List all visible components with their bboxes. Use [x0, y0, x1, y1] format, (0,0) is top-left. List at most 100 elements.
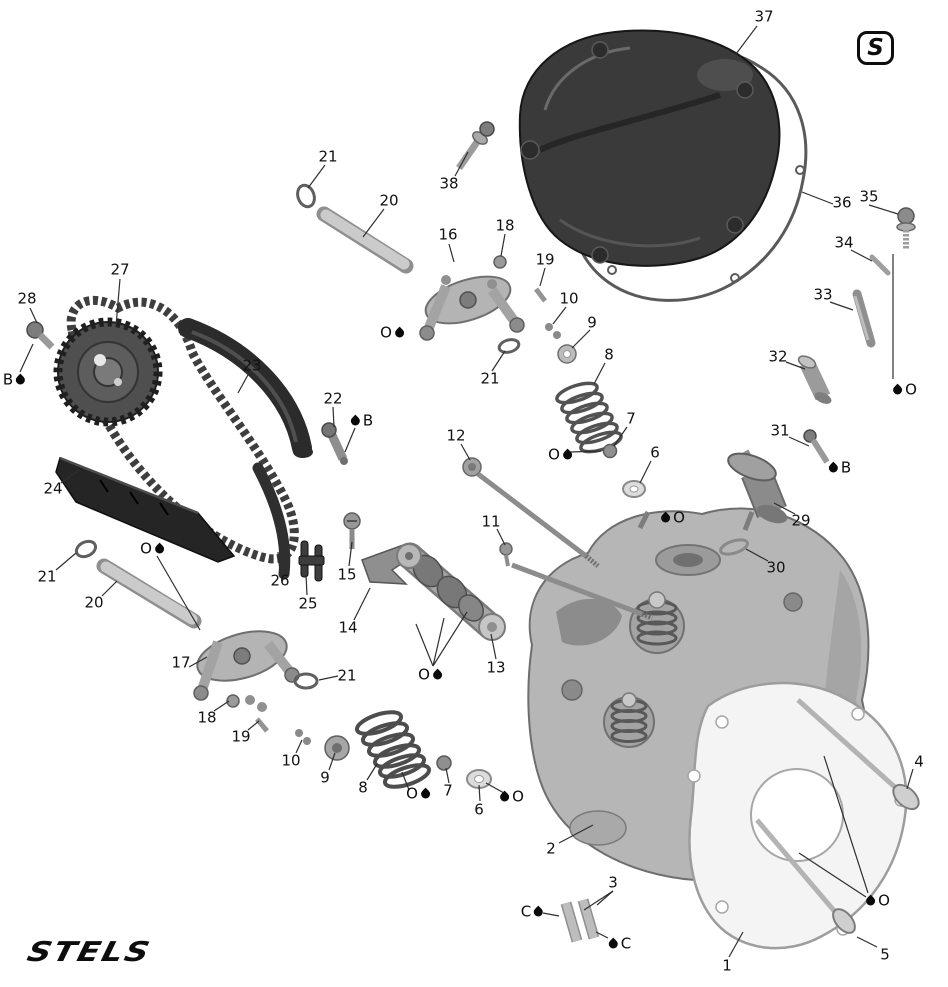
part-callout-33: 33 [813, 285, 833, 304]
lube-mark-lube-c-pins2: C [606, 934, 632, 953]
tensioner-bolt [321, 422, 348, 465]
part-callout-20b: 20 [84, 593, 104, 612]
valve-keepers-upper [545, 323, 577, 364]
part-callout-29: 29 [791, 511, 811, 530]
chain-guide-rail [55, 456, 236, 563]
lube-mark-lube-o-7a: O [548, 445, 574, 464]
part-callout-4: 4 [914, 752, 924, 771]
part-callout-21b: 21 [480, 369, 500, 388]
oil-drop-icon [826, 461, 840, 475]
part-callout-18b: 18 [197, 708, 217, 727]
s-brand-letter: S [867, 35, 884, 61]
s-brand-badge: S [857, 31, 894, 65]
lube-letter: O [878, 891, 890, 910]
lube-mark-lube-o-rocker16: O [380, 323, 406, 342]
cover-bolt [456, 121, 495, 170]
lube-letter: O [406, 784, 418, 803]
rocker-arm-lower [193, 630, 319, 733]
valve-adjuster-column [797, 207, 916, 464]
part-callout-6b: 6 [474, 800, 484, 819]
lube-letter: C [520, 902, 532, 921]
oil-drop-icon [348, 414, 362, 428]
lube-mark-lube-b-22: B [348, 411, 374, 430]
lube-letter: O [673, 508, 685, 527]
part-callout-16: 16 [438, 225, 458, 244]
part-callout-23: 23 [242, 356, 262, 375]
lube-letter: C [620, 934, 632, 953]
oil-drop-icon [891, 383, 904, 397]
oil-drop-icon [419, 787, 432, 801]
lube-mark-lube-o-spring8b: O [406, 784, 432, 803]
part-callout-14: 14 [338, 618, 358, 637]
valve-cover [518, 29, 781, 267]
rocker-arm-upper [419, 255, 547, 354]
part-callout-8a: 8 [604, 345, 614, 364]
lube-mark-lube-b-31: B [826, 458, 852, 477]
camshaft [396, 542, 506, 641]
lube-mark-lube-b-left: B [2, 370, 28, 389]
lube-letter: O [905, 380, 917, 399]
part-callout-36: 36 [832, 193, 852, 212]
part-callout-25: 25 [298, 594, 318, 613]
part-callout-21c: 21 [37, 567, 57, 586]
sprocket-bolt [26, 321, 55, 350]
valve-spring-lower [354, 710, 492, 789]
part-callout-15: 15 [337, 565, 357, 584]
oil-drop-icon [14, 373, 28, 387]
part-callout-19b: 19 [231, 727, 251, 746]
oil-drop-icon [659, 511, 672, 525]
part-callout-22: 22 [323, 389, 343, 408]
rocker-shaft-upper [316, 206, 414, 274]
oil-drop-icon [393, 326, 406, 340]
part-callout-11: 11 [481, 512, 501, 531]
stels-logo: STELS [24, 936, 155, 968]
part-callout-10a: 10 [559, 289, 579, 308]
oil-drop-icon [864, 894, 877, 908]
part-callout-31: 31 [770, 421, 790, 440]
part-callout-3: 3 [608, 873, 618, 892]
part-callout-7a: 7 [626, 409, 636, 428]
part-callout-17: 17 [171, 653, 191, 672]
tensioner-blade [252, 462, 291, 580]
part-callout-19a: 19 [535, 250, 555, 269]
lube-letter: B [362, 411, 374, 430]
part-callout-18a: 18 [495, 216, 515, 235]
part-callout-13: 13 [486, 658, 506, 677]
intake-valve [796, 698, 920, 811]
o-ring-lower-left [74, 539, 98, 559]
small-stud [499, 542, 653, 621]
part-callout-2: 2 [546, 839, 556, 858]
chain-link [298, 540, 325, 582]
valve-keepers-lower [295, 729, 350, 761]
rocker-shaft-lower [96, 558, 202, 629]
lube-mark-lube-o-shaft20b: O [140, 541, 166, 557]
part-callout-26: 26 [270, 571, 290, 590]
camshaft-sprocket [53, 317, 163, 427]
lube-mark-lube-o-camshaft: O [418, 667, 444, 683]
long-stud [462, 457, 600, 568]
part-callout-37: 37 [754, 7, 774, 26]
part-callout-10b: 10 [281, 751, 301, 770]
part-callout-8b: 8 [358, 778, 368, 797]
lube-letter: O [548, 445, 560, 464]
part-callout-21d: 21 [337, 666, 357, 685]
lube-letter: O [512, 787, 524, 806]
dowel-pins [560, 898, 600, 943]
valve-lifter [719, 449, 788, 556]
lube-mark-lube-o-rightcol: O [891, 380, 917, 399]
lube-letter: O [380, 323, 392, 342]
part-callout-38: 38 [439, 174, 459, 193]
lube-letter: B [840, 458, 852, 477]
timing-chain [66, 295, 299, 564]
part-callout-21a: 21 [318, 147, 338, 166]
oil-drop-icon [498, 790, 511, 804]
lube-letter: B [2, 370, 14, 389]
oil-drop-icon [561, 448, 574, 462]
part-callout-30: 30 [766, 558, 786, 577]
part-callout-12: 12 [446, 426, 466, 445]
chain-guide [178, 318, 313, 458]
valve-spring-upper [555, 381, 646, 498]
oil-drop-icon [606, 937, 620, 951]
lube-mark-lube-o-valves: O [864, 891, 890, 910]
